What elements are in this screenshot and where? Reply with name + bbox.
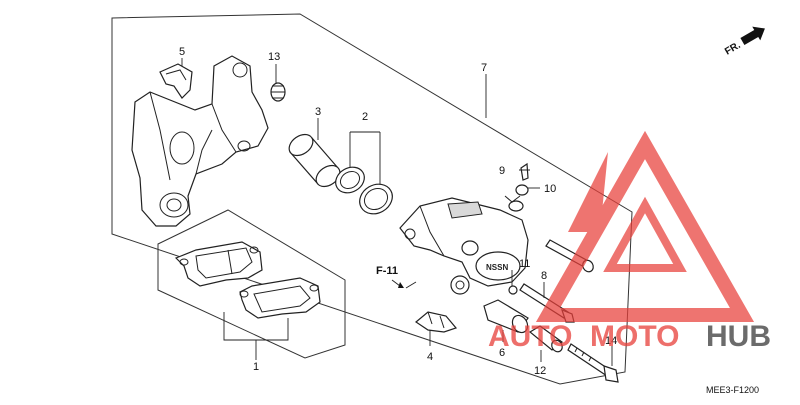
callout-1: 1: [253, 361, 259, 373]
reference-label: F-11: [376, 265, 398, 277]
rubber-boot: [270, 82, 286, 102]
callout-8: 8: [541, 270, 547, 282]
callout-14: 14: [605, 335, 617, 347]
pad-spring-clip: [159, 63, 193, 99]
caliper-brand-mark: NSSN: [486, 263, 508, 272]
callout-11: 11: [519, 258, 530, 270]
front-direction-indicator: FR.: [723, 26, 765, 58]
watermark-text-auto: AUTO: [488, 320, 572, 353]
callout-10: 10: [544, 183, 556, 195]
callout-3: 3: [315, 106, 321, 118]
pad-subframe: [157, 209, 346, 359]
bleeder-cap: [515, 184, 529, 196]
front-arrow-icon: [740, 26, 765, 45]
washer: [508, 285, 518, 295]
brake-pad-rear: [174, 241, 263, 287]
watermark-text-hub: HUB: [706, 320, 771, 353]
assembly-frame: [111, 13, 633, 385]
diagram-code: MEE3-F1200: [706, 385, 759, 395]
pin-sleeve: [528, 325, 563, 353]
piston: [288, 133, 341, 188]
brake-pad-front: [239, 277, 321, 319]
callout-12: 12: [534, 365, 546, 377]
mounting-bolt: [567, 343, 619, 383]
direction-label: FR.: [723, 40, 743, 58]
bleeder-screw: [519, 162, 530, 181]
watermark-logo-icon: [535, 130, 755, 322]
watermark-text-moto: MOTO: [590, 320, 679, 353]
caliper-body: NSSN: [399, 195, 529, 295]
watermark-text: AUTO MOTO HUB: [488, 320, 771, 353]
caliper-bracket: [131, 55, 269, 227]
callout-2: 2: [362, 111, 368, 123]
pad-retainer-clip: [414, 311, 458, 333]
callout-13: 13: [268, 51, 280, 63]
callout-9: 9: [499, 165, 505, 177]
piston-seals: [335, 166, 393, 215]
callout-5: 5: [179, 46, 185, 58]
callout-6: 6: [499, 347, 505, 359]
callout-4: 4: [427, 351, 433, 363]
pin-boot: [483, 299, 529, 334]
callout-7: 7: [481, 62, 487, 74]
leader-lines: [181, 58, 613, 366]
reference-arrow-icon: [398, 282, 404, 288]
